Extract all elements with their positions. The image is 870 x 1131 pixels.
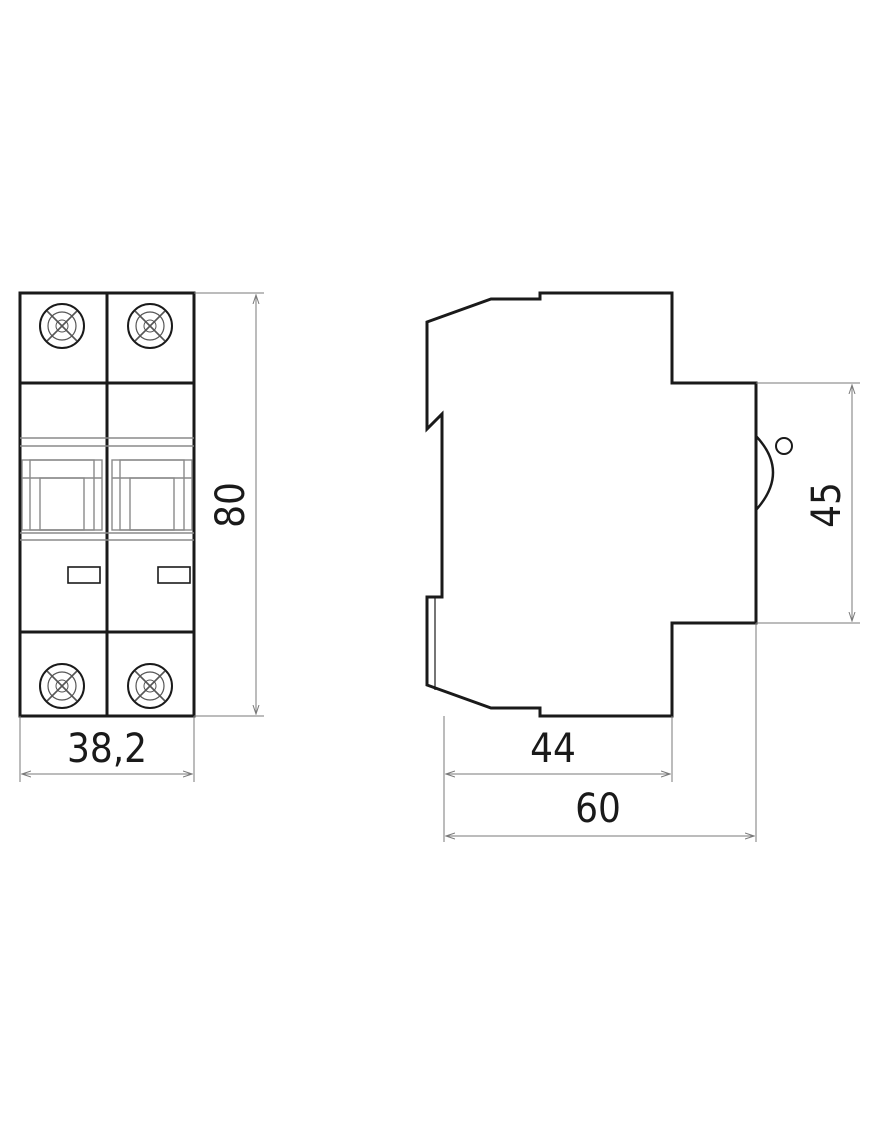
front-height-label: 45 <box>804 482 850 528</box>
side-front-height-dimension: 45 <box>756 382 860 624</box>
front-height-dimension: 80 <box>194 292 264 717</box>
depth-inner-label: 44 <box>530 726 576 772</box>
side-depth-total-dimension: 60 <box>446 623 757 842</box>
terminal-screw-icon <box>127 303 173 349</box>
status-indicator-window <box>67 566 101 584</box>
front-view <box>18 291 196 718</box>
terminal-screw-icon <box>39 303 85 349</box>
toggle-knob-icon <box>775 437 793 455</box>
depth-total-label: 60 <box>575 786 621 832</box>
toggle-lever-area <box>20 437 194 541</box>
height-label: 80 <box>208 482 254 528</box>
side-profile-outline <box>425 291 758 718</box>
width-label: 38,2 <box>67 726 147 772</box>
front-width-dimension: 38,2 <box>19 716 195 782</box>
side-depth-inner-dimension: 44 <box>443 716 673 842</box>
terminal-screw-icon <box>127 663 173 709</box>
status-indicator-window <box>157 566 191 584</box>
terminal-screw-icon <box>39 663 85 709</box>
side-view <box>425 291 793 718</box>
toggle-protrusion <box>755 435 775 511</box>
